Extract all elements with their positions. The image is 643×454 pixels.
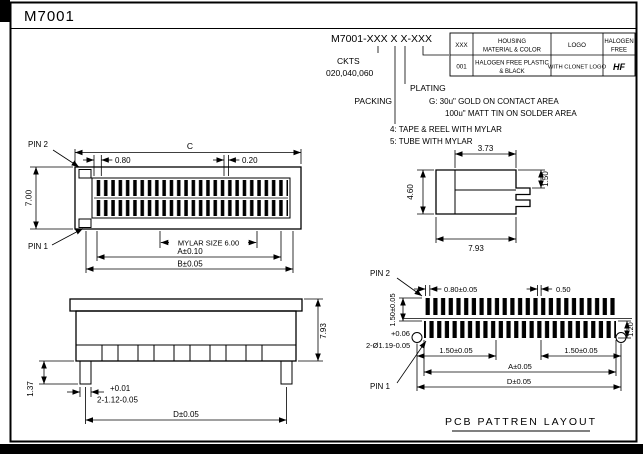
- spec-cell-housing-2: & BLACK: [499, 69, 524, 75]
- spec-header-code: XXX: [455, 42, 467, 49]
- pcb-layout-title: PCB PATTREN LAYOUT: [445, 416, 597, 428]
- dim-b-extension: [85, 231, 294, 273]
- dim-b-label: B±0.05: [177, 260, 203, 269]
- dim-373-label: 3.73: [478, 144, 494, 153]
- pcb-layout: PIN 2 0.80±0.05 0.50 1.50±0.05 1.20 +0.0…: [366, 269, 635, 432]
- dim-a-label: A±0.10: [177, 247, 203, 256]
- mylar-note: MYLAR SIZE 6.00: [178, 239, 239, 248]
- pcb-hole-left: [411, 332, 423, 343]
- corner-mark: [0, 0, 10, 22]
- packing-option-tube: 5: TUBE WITH MYLAR: [390, 137, 473, 146]
- spec-header-halogen-1: HALOGEN: [604, 39, 633, 45]
- dim-c-label: C: [187, 141, 193, 151]
- packing-option-tape-reel: 4: TAPE & REEL WITH MYLAR: [390, 125, 502, 134]
- dim-rowoffset-label: 1.50±0.05: [388, 293, 397, 326]
- top-view-pin1-label: PIN 1: [28, 242, 49, 251]
- front-view-foot: [137, 344, 155, 362]
- dim-peg-callout: 2-1.12-0.05: [97, 396, 138, 405]
- pcb-pin2-leader: [396, 277, 423, 297]
- spec-header-housing-1: HOUSING: [498, 39, 526, 45]
- hole-callout: 2-Ø1.19-0.05: [366, 341, 410, 350]
- spec-cell-halogen: HF: [613, 62, 625, 72]
- top-view-body: [74, 166, 302, 230]
- dim-peg-tolerance: +0.01: [110, 384, 131, 393]
- dim-fv-d-label: D±0.05: [173, 410, 199, 419]
- front-view-foot: [101, 344, 119, 362]
- dim-pcba-label: A±0.05: [508, 362, 532, 371]
- dim-700-label: 7.00: [24, 189, 34, 206]
- dim-080-extension: [93, 155, 102, 176]
- dim-fv-793-label: 7.93: [319, 323, 328, 339]
- top-view-contacts-row-b: [94, 200, 288, 216]
- dim-padlen-label: 1.20: [626, 322, 635, 337]
- dim-150-label: 1.50: [541, 171, 550, 187]
- dim-padw-label: 0.80±0.05: [444, 285, 477, 294]
- dim-080-label: 0.80: [115, 156, 131, 165]
- packing-label: PACKING: [354, 96, 392, 106]
- spec-header-housing-2: MATERIAL & COLOR: [483, 48, 542, 54]
- spec-table-column-lines: [472, 33, 604, 76]
- top-view-contact-field: [91, 177, 291, 219]
- plating-option-tin: 100u" MATT TIN ON SOLDER AREA: [445, 109, 577, 118]
- front-view: 7.93 1.37 +0.01 2-1.12-0.05 D±0.05: [26, 298, 328, 424]
- spec-cell-housing-1: HALOGEN FREE PLASTIC: [475, 61, 549, 67]
- dim-holeleft-label: 1.50±0.05: [439, 346, 472, 355]
- pcb-pin1-label: PIN 1: [370, 382, 391, 391]
- spec-table: XXX HOUSING MATERIAL & COLOR LOGO HALOGE…: [449, 32, 636, 77]
- top-view-contacts-row-a: [94, 180, 288, 196]
- spec-cell-logo: WITH CLONET LOGO: [548, 65, 607, 71]
- top-view-pin2-leader: [52, 149, 80, 168]
- front-view-foot: [245, 344, 263, 362]
- dim-020-label: 0.20: [242, 156, 258, 165]
- top-view-pin1-leader: [51, 228, 84, 246]
- pcb-pads-row-a: [424, 298, 616, 315]
- title-block: M7001: [24, 8, 75, 25]
- dim-460-label: 4.60: [406, 184, 415, 200]
- front-view-foot: [209, 344, 227, 362]
- spec-table-border: [449, 32, 636, 77]
- spec-cell-code: 001: [456, 64, 467, 71]
- ckts-label: CKTS: [337, 56, 360, 66]
- front-view-foot: [173, 344, 191, 362]
- top-view: C 0.80 0.20 7.00 PIN 2 PIN 1 MYLAR SIZE …: [24, 140, 302, 273]
- dim-holeleft-extension: [416, 340, 497, 391]
- sheet-title: M7001: [24, 8, 75, 25]
- spec-header-halogen-2: FREE: [611, 48, 627, 54]
- pcb-pads-row-b: [424, 321, 616, 338]
- dim-pcbd-label: D±0.05: [507, 377, 531, 386]
- side-view: 3.73 1.50 4.60 7.93: [406, 144, 550, 253]
- dim-gap-label: 0.50: [556, 285, 571, 294]
- top-view-pin2-label: PIN 2: [28, 140, 49, 149]
- pcb-pin1-leader: [396, 340, 427, 384]
- dim-holeright-label: 1.50±0.05: [564, 346, 597, 355]
- footer-bar: [0, 444, 643, 454]
- side-view-inner-lines: [454, 170, 516, 214]
- mylar-extension: [159, 231, 258, 248]
- top-view-pin1-marker: [78, 218, 92, 228]
- hole-tolerance: +0.06: [391, 329, 410, 338]
- ordering-code: M7001-XXX X X-XXX: [331, 33, 432, 45]
- dim-137-label: 1.37: [26, 381, 35, 397]
- side-view-body: [435, 169, 531, 215]
- top-view-pin2-marker: [78, 169, 92, 179]
- pcb-pin2-label: PIN 2: [370, 269, 391, 278]
- ckts-values: 020,040,060: [326, 68, 374, 78]
- spec-header-logo: LOGO: [568, 42, 586, 49]
- ordering-info: M7001-XXX X X-XXX CKTS 020,040,060 PACKI…: [326, 33, 577, 146]
- plating-option-gold: G: 30u" GOLD ON CONTACT AREA: [429, 97, 559, 106]
- front-view-peg-right: [280, 360, 293, 385]
- sheet-border: [9, 1, 638, 443]
- plating-label: PLATING: [410, 83, 446, 93]
- front-view-peg-left: [79, 360, 92, 385]
- ordering-tree-lines: [377, 46, 449, 124]
- dim-793-label: 7.93: [468, 244, 484, 253]
